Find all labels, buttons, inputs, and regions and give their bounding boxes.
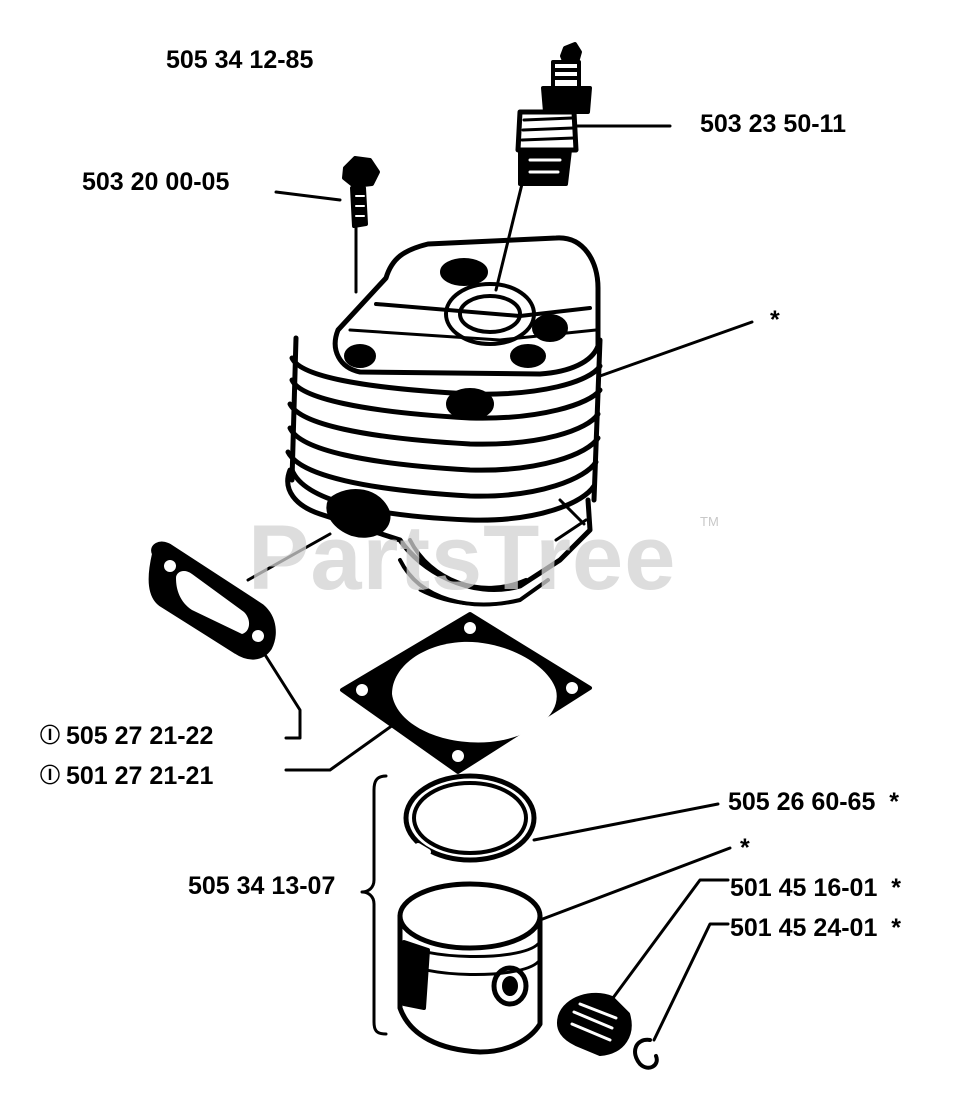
base-gasket-icon[interactable] <box>340 612 592 774</box>
star-marker: * <box>891 874 901 902</box>
star-marker: * <box>740 834 750 862</box>
info-marker-icon: Ⓘ <box>40 723 60 747</box>
watermark-tm: TM <box>700 514 719 529</box>
label-505-34-12-85[interactable]: 505 34 12-85 <box>166 48 313 73</box>
info-marker-icon: Ⓘ <box>40 763 60 787</box>
circlip-icon[interactable] <box>633 1037 659 1070</box>
part-number: 503 20 00-05 <box>82 168 230 196</box>
spark-plug-icon[interactable] <box>515 42 592 186</box>
piston-ring-icon[interactable] <box>403 773 537 863</box>
part-number: 505 34 13-07 <box>188 872 336 900</box>
star-marker: * <box>891 914 901 942</box>
part-number: 501 45 24-01 <box>730 914 878 942</box>
bolt-icon[interactable] <box>342 156 380 228</box>
label-503-23-50-11[interactable]: 503 23 50-11 <box>700 112 846 137</box>
part-number: 505 27 21-22 <box>66 722 214 750</box>
part-number: 503 23 50-11 <box>700 110 846 138</box>
leader-lines <box>246 124 754 1042</box>
part-number: 505 26 60-65 <box>728 788 876 816</box>
star-marker: * <box>770 306 780 334</box>
label-501-45-16-01[interactable]: 501 45 16-01 * <box>730 876 901 901</box>
cylinder-icon[interactable] <box>285 235 603 607</box>
watermark: PartsTree <box>248 507 677 609</box>
label-cylinder-star[interactable]: * <box>770 308 780 333</box>
piston-icon[interactable] <box>397 881 543 1055</box>
part-number: 501 45 16-01 <box>730 874 878 902</box>
label-503-20-00-05[interactable]: 503 20 00-05 <box>82 170 229 195</box>
label-505-34-13-07[interactable]: 505 34 13-07 <box>188 874 335 899</box>
needle-bearing-icon[interactable] <box>557 992 632 1056</box>
part-number: 505 34 12-85 <box>166 46 314 74</box>
label-501-45-24-01[interactable]: 501 45 24-01 * <box>730 916 901 941</box>
star-marker: * <box>889 788 899 816</box>
exhaust-gasket-icon[interactable] <box>148 541 276 660</box>
label-505-26-60-65[interactable]: 505 26 60-65 * <box>728 790 899 815</box>
label-piston-star[interactable]: * <box>740 836 750 861</box>
part-number: 501 27 21-21 <box>66 762 214 790</box>
